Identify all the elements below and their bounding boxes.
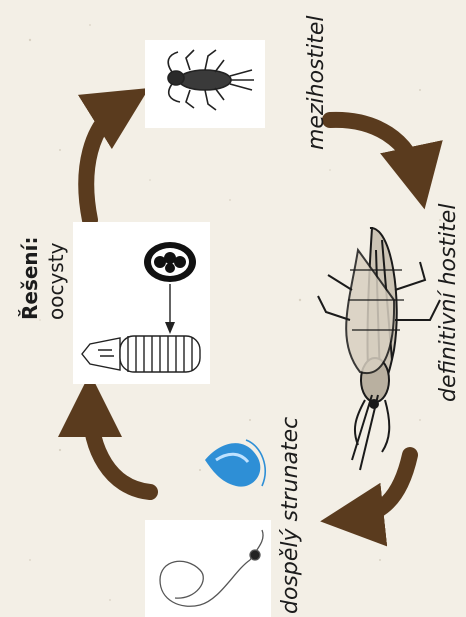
larva-icon (82, 336, 200, 372)
oocyst-cluster-icon (144, 242, 196, 282)
intermediate-host-label: mezihostitel (304, 15, 329, 150)
arrow-top-left (86, 105, 122, 220)
adult-worm-card (145, 520, 271, 617)
oocyst-panel (73, 222, 210, 384)
arrow-top-right (330, 120, 418, 178)
grasshopper-icon (318, 228, 440, 470)
adult-worm-label: dospělý strunatec (278, 417, 303, 614)
solution-heading: Řešení: (18, 236, 42, 320)
water-drop-icon (205, 440, 265, 487)
arrow-bottom-left (90, 405, 150, 492)
definitive-host-label: definitivní hostitel (436, 204, 461, 402)
solution-answer: oocysty (44, 243, 68, 320)
intermediate-host-card (145, 40, 265, 128)
